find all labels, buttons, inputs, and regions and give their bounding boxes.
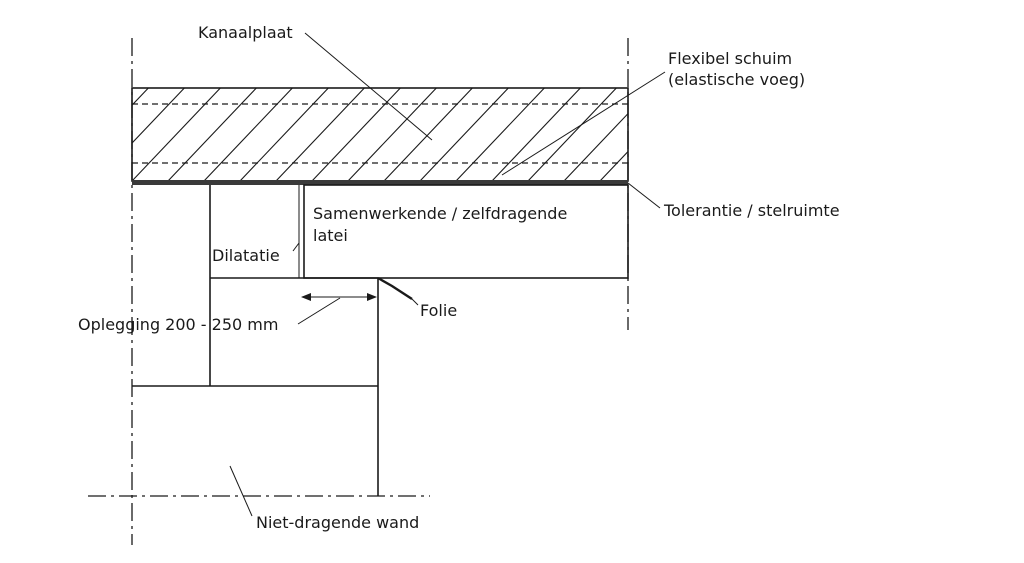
label-dilatatie: Dilatatie — [212, 246, 280, 265]
hatch-line — [527, 88, 617, 181]
label-latei-line1: Samenwerkende / zelfdragende — [313, 204, 567, 223]
hatch-line — [383, 88, 473, 181]
label-flexibel-schuim: Flexibel schuim — [668, 49, 792, 68]
hatch-line — [672, 88, 760, 181]
hatch-line — [132, 88, 149, 107]
label-latei-line2: latei — [313, 226, 348, 245]
hatch-line — [419, 88, 509, 181]
latei-beam — [303, 184, 629, 279]
tolerance-layer — [132, 180, 628, 185]
folie-line — [377, 276, 413, 301]
kanaalplaat-slab — [131, 87, 760, 182]
label-tolerantie: Tolerantie / stelruimte — [663, 201, 840, 220]
hatch-line — [167, 88, 257, 181]
slab-hatching — [132, 88, 760, 181]
label-kanaalplaat: Kanaalplaat — [198, 23, 293, 42]
hatch-line — [636, 88, 724, 181]
hatch-line — [599, 150, 628, 181]
label-elastische-voeg: (elastische voeg) — [668, 70, 805, 89]
hatch-line — [239, 88, 329, 181]
hatch-line — [563, 112, 628, 181]
leader-lines — [229, 32, 666, 517]
hatch-line — [455, 88, 545, 181]
label-folie: Folie — [420, 301, 457, 320]
hatch-line — [275, 88, 365, 181]
label-oplegging: Oplegging 200 - 250 mm — [78, 315, 278, 334]
hatch-line — [132, 88, 185, 144]
hatch-line — [203, 88, 293, 181]
niet-dragende-wand — [132, 185, 379, 496]
hatch-line — [347, 88, 437, 181]
hatch-line — [132, 88, 221, 181]
label-niet-dragende-wand: Niet-dragende wand — [256, 513, 419, 532]
hatch-line — [491, 88, 581, 181]
